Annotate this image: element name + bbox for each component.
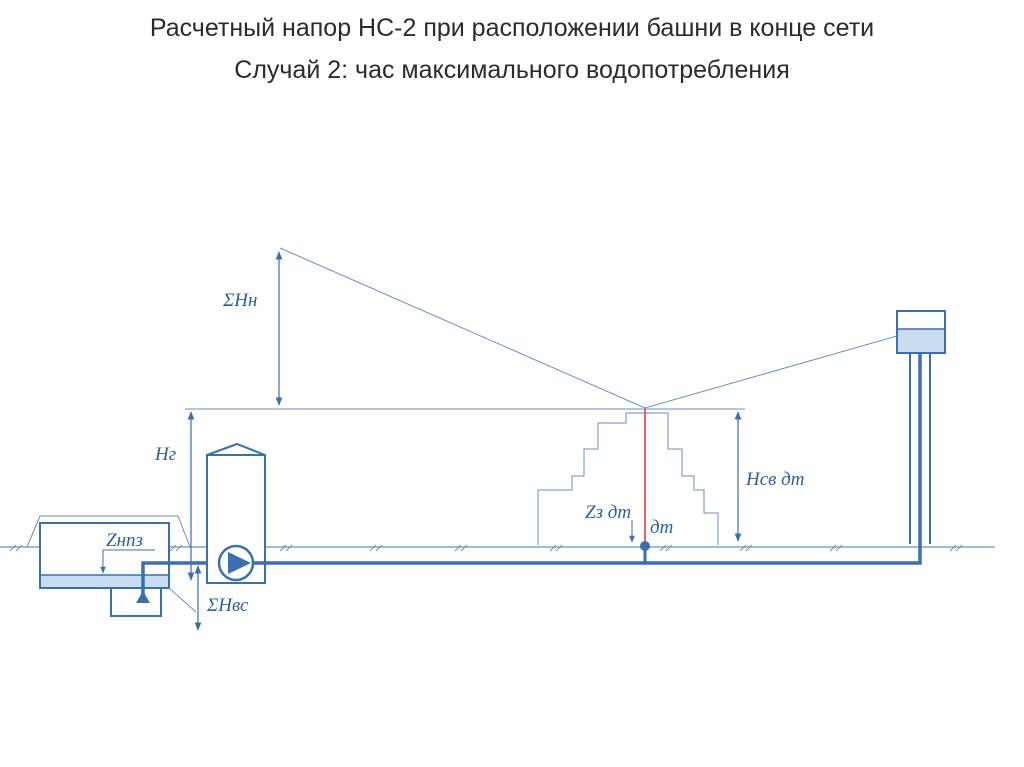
sum-hvs-slope bbox=[168, 587, 197, 613]
clean-water-reservoir bbox=[26, 515, 191, 617]
z-npz-marker bbox=[100, 549, 155, 574]
z-npz-label: Zнпз bbox=[106, 530, 143, 551]
hsv-dt-label: Hсв дт bbox=[745, 469, 804, 490]
dt-label: дт bbox=[650, 517, 673, 538]
hg-label: Hг bbox=[154, 444, 176, 465]
suction-inlet bbox=[136, 591, 150, 603]
main-pipe bbox=[253, 352, 922, 565]
dictating-point-marker bbox=[640, 541, 650, 551]
z-dt-label: Zз дт bbox=[585, 502, 631, 523]
piezometric-line bbox=[279, 247, 898, 409]
diagram-title: Расчетный напор НС-2 при расположении ба… bbox=[149, 14, 875, 42]
ground-hatching bbox=[9, 544, 963, 552]
pump-icon bbox=[217, 544, 255, 582]
city-buildings-silhouette bbox=[537, 412, 719, 545]
sum-hn-label: ΣHн bbox=[222, 290, 257, 311]
sum-hvs-label: ΣHвс bbox=[206, 595, 249, 616]
water-tower-tank bbox=[896, 310, 946, 354]
diagram-subtitle: Случай 2: час максимального водопотребле… bbox=[234, 56, 790, 84]
